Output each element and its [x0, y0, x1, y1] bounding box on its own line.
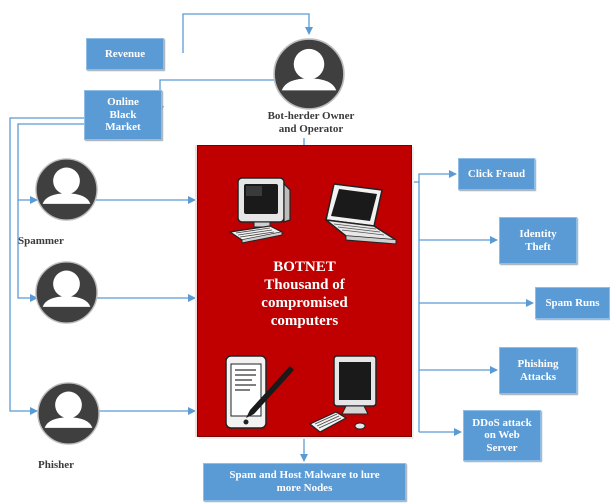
phisher-label: Phisher	[38, 459, 75, 471]
connector-market-to-left-bus-inner	[17, 123, 84, 204]
revenue-box: Revenue	[86, 38, 164, 70]
bot-herder-label: Bot-herder Owner and Operator	[246, 110, 376, 136]
connector-revenue-to-botherder	[182, 13, 313, 53]
bot-herder-label-line2: and Operator	[278, 123, 344, 136]
laptop-icon	[323, 183, 397, 245]
bot-herder-label-line1: Bot-herder Owner	[267, 110, 355, 122]
connector-botnet-to-click-fraud	[414, 170, 457, 183]
spammer-avatar-icon	[35, 158, 98, 221]
botnet-title: BOTNET Thousand of compromised computers	[198, 258, 411, 330]
bot-herder-avatar-icon	[273, 38, 345, 110]
spam-runs-box: Spam Runs	[535, 287, 610, 319]
phishing-attacks-box: Phishing Attacks	[499, 347, 577, 394]
spammer-label: Spammer	[18, 235, 64, 247]
tablet-stylus-icon	[225, 355, 294, 429]
botnet-block: BOTNET Thousand of compromised computers	[197, 145, 412, 437]
botnet-line2: Thousand of	[264, 277, 345, 293]
botnet-line4: computers	[270, 313, 339, 329]
connector-botherder-to-market	[156, 79, 276, 114]
ddos-attack-box: DDoS attack on Web Server	[463, 410, 541, 461]
middle-person-avatar-icon	[35, 261, 98, 324]
monitor-keyboard-icon	[308, 355, 377, 433]
connector-market-to-left-bus-outer	[9, 117, 84, 415]
desktop-computer-icon	[228, 177, 291, 244]
phisher-avatar-icon	[37, 382, 100, 445]
online-black-market-box: Online Black Market	[84, 90, 162, 140]
botnet-line1: BOTNET	[273, 259, 336, 275]
connector-bus-to-middle-person	[17, 200, 38, 302]
identity-theft-box: Identity Theft	[499, 217, 577, 264]
spam-host-malware-box: Spam and Host Malware to lure more Nodes	[203, 463, 406, 501]
click-fraud-box: Click Fraud	[458, 158, 535, 190]
botnet-line3: compromised	[261, 295, 348, 311]
